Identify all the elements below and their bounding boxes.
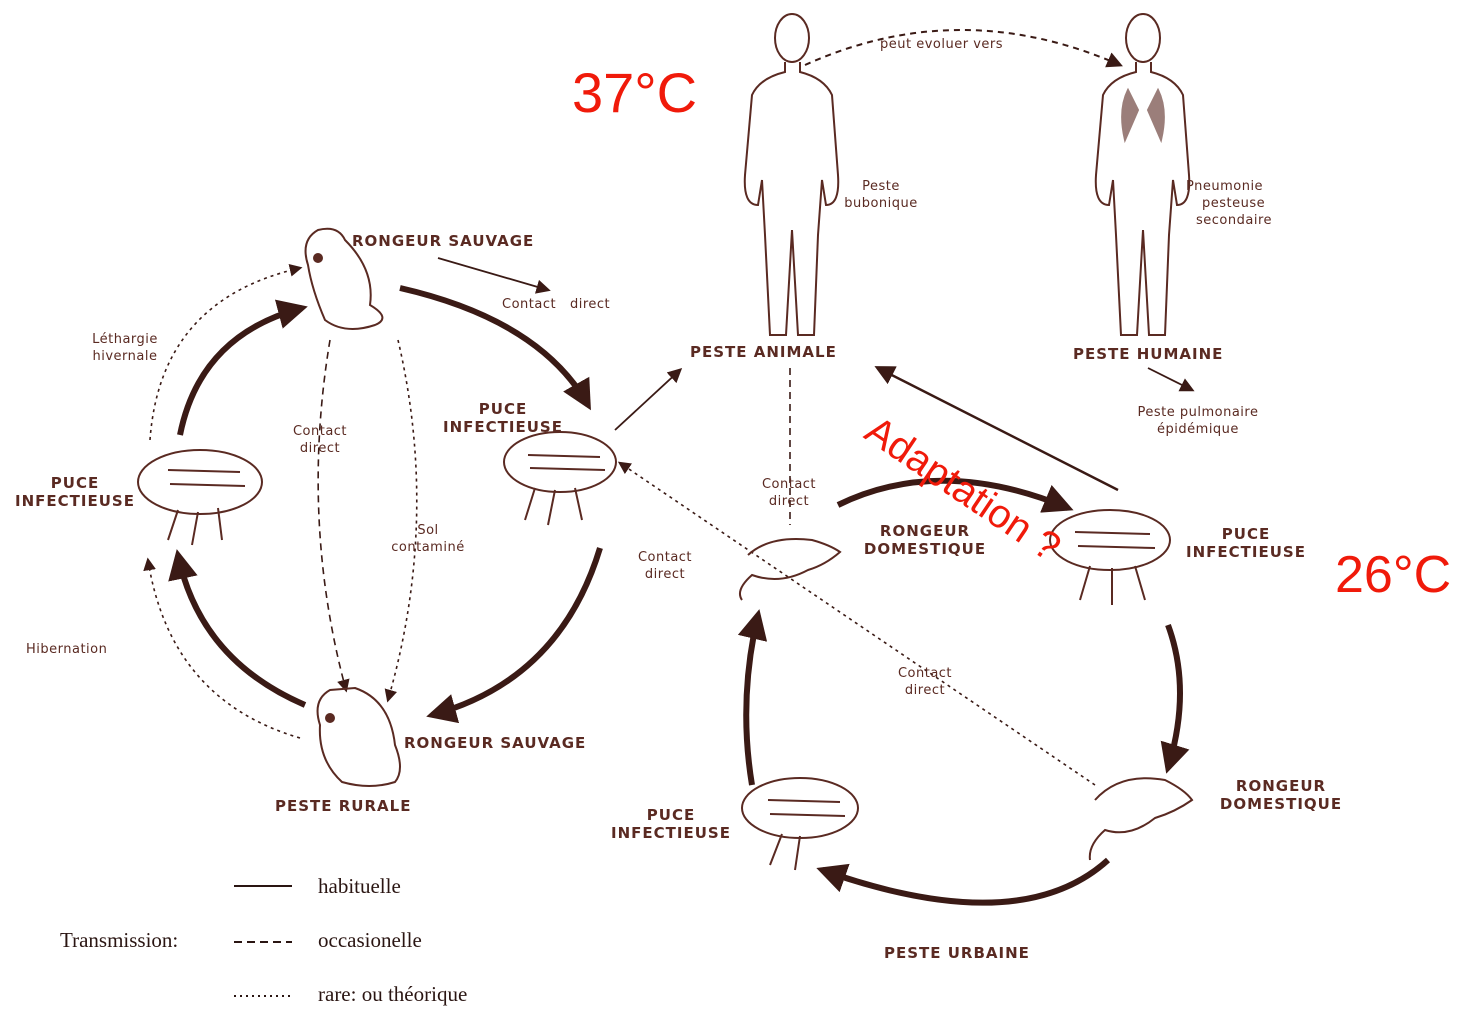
- human-figure-left: [745, 14, 838, 335]
- wild-rodent-bottom-label: RONGEUR SAUVAGE: [404, 734, 586, 752]
- flea-urban-right-icon: [1050, 510, 1170, 605]
- human-figure-right: [1096, 14, 1189, 335]
- hibernation-label: Hibernation: [26, 641, 107, 658]
- domestic-rodent-bottom-icon: [1090, 778, 1192, 860]
- domestic-rodent-top-icon: [740, 539, 840, 600]
- human-plague-label: PESTE HUMAINE: [1073, 345, 1223, 363]
- flea-left-icon: [138, 450, 262, 545]
- flea-rural-right-icon: [504, 432, 616, 525]
- flea-urban-left-icon: [742, 778, 858, 870]
- legend-line-samples: [234, 886, 292, 996]
- rural-cycle-thick-arrows: [178, 288, 600, 715]
- legend-habitual: habituelle: [318, 874, 401, 899]
- temperature-26: 26°C: [1335, 545, 1451, 605]
- evolve-label: peut evoluer vers: [880, 36, 1003, 53]
- legend-occasional: occasionelle: [318, 928, 422, 953]
- legend-prefix: Transmission:: [60, 928, 178, 953]
- temperature-37: 37°C: [572, 60, 697, 125]
- contact-direct-top-label: Contact direct: [502, 296, 610, 313]
- wild-rodent-top-label: RONGEUR SAUVAGE: [352, 232, 534, 250]
- rural-plague-title: PESTE RURALE: [275, 797, 411, 815]
- urban-plague-title: PESTE URBAINE: [884, 944, 1030, 962]
- wild-rodent-bottom-icon: [318, 688, 400, 786]
- legend-rare: rare: ou théorique: [318, 982, 467, 1007]
- animal-plague-label: PESTE ANIMALE: [690, 343, 837, 361]
